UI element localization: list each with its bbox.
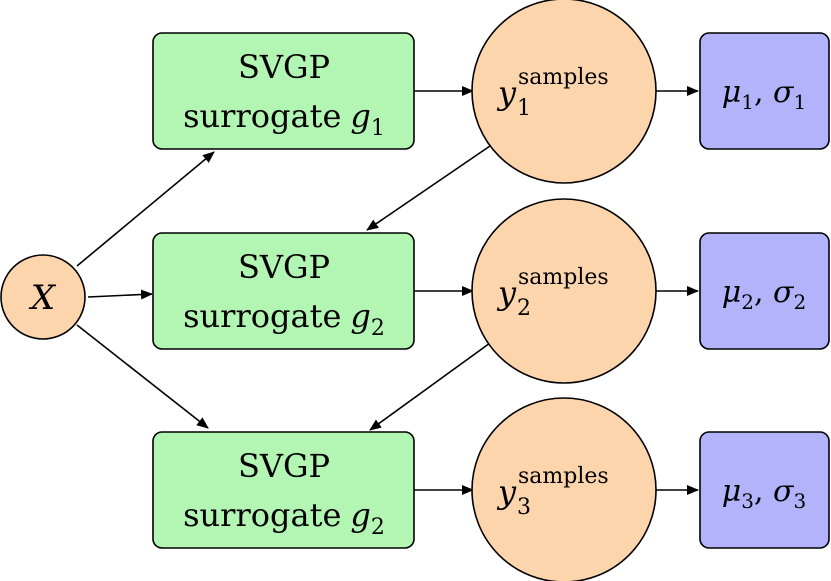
surrogate-box-2-rect bbox=[152, 232, 415, 350]
input-node-circle bbox=[0, 254, 86, 340]
input-node: X bbox=[0, 254, 86, 340]
input-node-label: X bbox=[28, 278, 57, 318]
surrogate-box-2-title: SVGP bbox=[238, 248, 330, 286]
edge-samples-2-to-surrogate-3 bbox=[369, 342, 491, 431]
output-box-1-sigma-sub: 1 bbox=[794, 90, 807, 114]
output-box-1-sep: , bbox=[754, 75, 773, 110]
samples-node-2: y samples 2 bbox=[471, 198, 657, 384]
samples-node-1-var: y bbox=[496, 74, 517, 112]
output-box-1: μ1, σ1 bbox=[699, 32, 830, 150]
output-box-2-mu: μ bbox=[722, 275, 742, 310]
samples-node-2-sub: 2 bbox=[517, 296, 531, 321]
output-box-1-mu: μ bbox=[722, 75, 742, 110]
output-box-2-rect bbox=[699, 232, 830, 350]
samples-node-1-circle bbox=[471, 0, 657, 184]
surrogate-box-1-var: g bbox=[350, 97, 370, 135]
output-box-3-sigma: σ bbox=[773, 474, 795, 509]
surrogate-box-3-sub: 2 bbox=[371, 515, 385, 540]
surrogate-box-2-word: surrogate bbox=[183, 297, 341, 335]
output-box-1-mu-sub: 1 bbox=[741, 90, 754, 114]
output-box-3-rect bbox=[699, 431, 830, 549]
samples-node-3-sub: 3 bbox=[517, 495, 531, 520]
output-box-2-sigma-sub: 2 bbox=[794, 290, 807, 314]
output-box-1-label: μ1, σ1 bbox=[722, 75, 807, 114]
output-box-2-sep: , bbox=[754, 275, 773, 310]
samples-node-1-sub: 1 bbox=[517, 96, 531, 121]
edge-x-to-surrogate-3 bbox=[76, 324, 209, 429]
output-box-2-label: μ2, σ2 bbox=[722, 275, 807, 314]
surrogate-box-1-word: surrogate bbox=[183, 97, 341, 135]
surrogate-box-3-title: SVGP bbox=[238, 447, 330, 485]
output-box-1-rect bbox=[699, 32, 830, 150]
samples-node-3-var: y bbox=[496, 473, 517, 511]
surrogate-box-3-var: g bbox=[350, 496, 370, 534]
samples-node-2-var: y bbox=[496, 274, 517, 312]
surrogate-box-3-word: surrogate bbox=[183, 496, 341, 534]
surrogate-box-1-rect bbox=[152, 32, 415, 150]
surrogate-box-2-var: g bbox=[350, 297, 370, 335]
output-box-2-mu-sub: 2 bbox=[741, 290, 754, 314]
surrogate-box-3-rect bbox=[152, 431, 415, 549]
samples-node-1-sup: samples bbox=[518, 65, 609, 90]
edge-samples-1-to-surrogate-2 bbox=[366, 145, 491, 231]
samples-node-3: y samples 3 bbox=[471, 397, 657, 581]
edge-x-to-surrogate-2 bbox=[87, 289, 153, 300]
output-box-3-sep: , bbox=[754, 474, 773, 509]
output-box-3-mu: μ bbox=[722, 474, 742, 509]
output-box-2-sigma: σ bbox=[773, 275, 795, 310]
samples-node-1: y samples 1 bbox=[471, 0, 657, 184]
samples-node-2-sup: samples bbox=[518, 265, 609, 290]
surrogate-box-1-title: SVGP bbox=[238, 48, 330, 86]
output-box-3: μ3, σ3 bbox=[699, 431, 830, 549]
edge-x-to-surrogate-1 bbox=[76, 151, 215, 267]
output-box-3-mu-sub: 3 bbox=[741, 489, 754, 513]
output-box-1-sigma: σ bbox=[773, 75, 795, 110]
output-box-2: μ2, σ2 bbox=[699, 232, 830, 350]
samples-node-3-sup: samples bbox=[518, 464, 609, 489]
output-box-3-label: μ3, σ3 bbox=[722, 474, 807, 513]
output-box-3-sigma-sub: 3 bbox=[794, 489, 807, 513]
samples-node-2-circle bbox=[471, 198, 657, 384]
surrogate-box-2-sub: 2 bbox=[371, 316, 385, 341]
edges bbox=[76, 86, 699, 495]
samples-node-3-circle bbox=[471, 397, 657, 581]
surrogate-box-1-sub: 1 bbox=[371, 116, 385, 141]
